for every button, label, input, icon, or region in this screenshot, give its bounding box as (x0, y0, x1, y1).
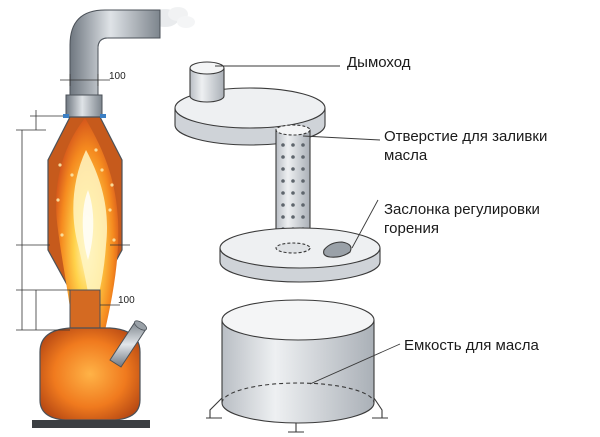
lower-neck (69, 289, 101, 331)
stove-cutaway (16, 7, 195, 428)
tank-leg-right (372, 397, 388, 419)
base-plate (32, 420, 150, 428)
tank-leg-left (206, 397, 223, 419)
pipe-collar (65, 94, 103, 118)
label-fill-hole-line2: масла (384, 147, 428, 164)
tank-leg-front (288, 423, 304, 433)
chimney-pipe (69, 9, 161, 96)
oil-tank (206, 299, 388, 433)
perforated-pipe (275, 124, 311, 246)
clamp-marks (63, 114, 106, 118)
dimension-side-pipe: 100 (118, 295, 135, 306)
exploded-view (174, 61, 401, 433)
label-fill-hole-line1: Отверстие для заливки (384, 128, 548, 145)
damper-flap (323, 241, 352, 258)
dimension-top-pipe: 100 (109, 71, 126, 82)
label-damper-line1: Заслонка регулировки (384, 201, 540, 218)
dimension-lines (16, 74, 130, 331)
label-oil-tank: Емкость для масла (404, 337, 539, 354)
label-chimney: Дымоход (347, 54, 411, 71)
damper-lid (219, 227, 381, 283)
air-holes (56, 148, 116, 242)
leader-lines (215, 65, 401, 385)
fill-pipe (109, 320, 148, 368)
label-damper-line2: горения (384, 220, 439, 237)
chimney-stub (189, 61, 225, 103)
